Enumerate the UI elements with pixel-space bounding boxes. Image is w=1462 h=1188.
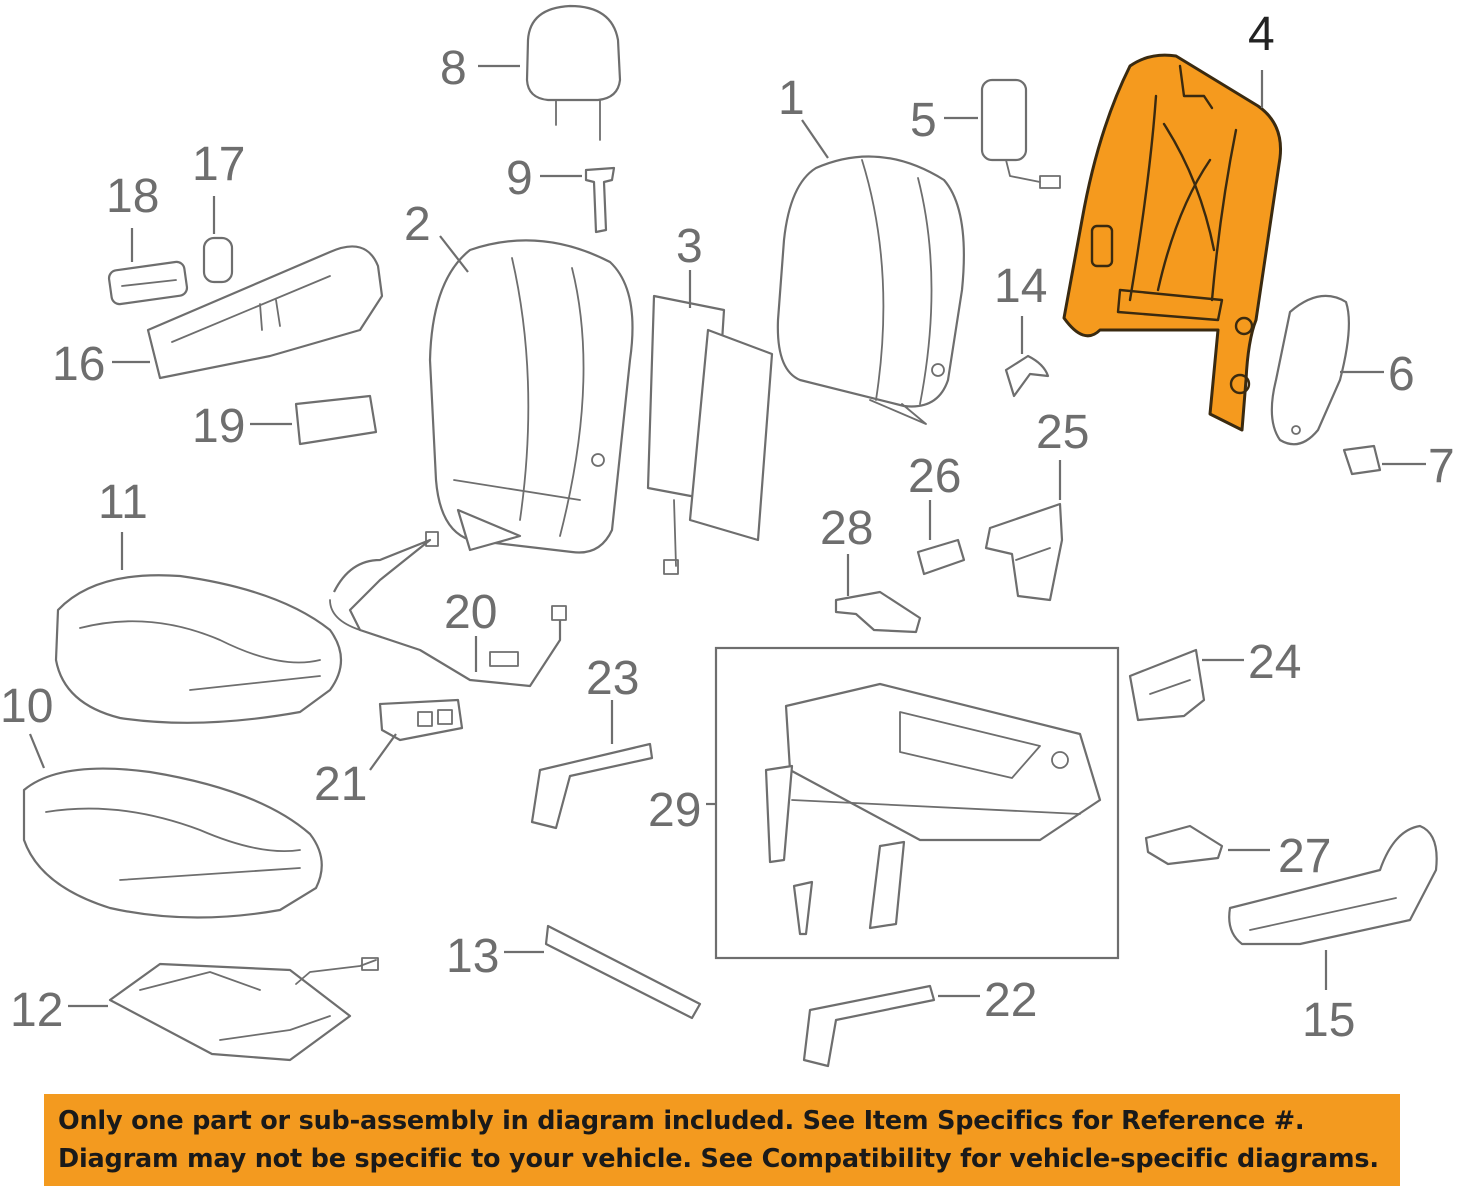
- disclaimer-banner: Only one part or sub-assembly in diagram…: [44, 1094, 1400, 1186]
- part-8-headrest: [525, 4, 622, 141]
- part-23-cover: [530, 742, 654, 830]
- part-19-switch-assembly: [294, 394, 378, 446]
- callout-13: 13: [446, 930, 499, 983]
- callout-18: 18: [106, 170, 159, 223]
- part-27-bracket: [1144, 824, 1224, 866]
- part-16-side-shield: [146, 245, 384, 380]
- leader-1: [801, 119, 829, 159]
- callout-28: 28: [820, 502, 873, 555]
- part-13-bar: [544, 924, 702, 1020]
- callout-12: 12: [10, 984, 63, 1037]
- callout-15: 15: [1302, 994, 1355, 1047]
- callout-22: 22: [984, 974, 1037, 1027]
- callout-11: 11: [98, 476, 148, 529]
- callout-2: 2: [404, 198, 431, 251]
- callout-17: 17: [192, 138, 245, 191]
- leader-10: [28, 733, 46, 769]
- part-29-seat-adjuster-frame: [764, 682, 1102, 936]
- part-7-clip: [1342, 444, 1382, 476]
- callout-24: 24: [1248, 636, 1301, 689]
- callout-8: 8: [440, 42, 467, 95]
- callout-5: 5: [910, 94, 937, 147]
- part-4-seatback-frame-highlighted: [1062, 53, 1283, 432]
- part-5-side-airbag: [980, 78, 1061, 189]
- part-18-switch-knob: [107, 260, 189, 306]
- disclaimer-line-2: Diagram may not be specific to your vehi…: [58, 1144, 1379, 1174]
- callout-7: 7: [1428, 440, 1455, 493]
- part-6-side-cover: [1270, 294, 1350, 446]
- callout-25: 25: [1036, 406, 1089, 459]
- part-25-bracket: [984, 502, 1064, 602]
- callout-1: 1: [778, 72, 805, 125]
- part-10-seat-cushion-pad: [22, 767, 323, 919]
- part-9-headrest-guide: [584, 166, 616, 234]
- callout-10: 10: [0, 680, 53, 733]
- part-1-seatback-pad: [776, 155, 965, 425]
- callout-16: 16: [52, 338, 105, 391]
- callout-21: 21: [314, 758, 367, 811]
- part-2-seatback-cover: [428, 239, 634, 554]
- part-26-cover: [916, 538, 966, 576]
- callout-4: 4: [1248, 8, 1275, 61]
- part-14-bracket: [1004, 354, 1050, 398]
- callout-3: 3: [676, 220, 703, 273]
- callout-9: 9: [506, 152, 533, 205]
- callout-6: 6: [1388, 348, 1415, 401]
- leader-21: [369, 733, 397, 771]
- part-17-switch-knob: [202, 236, 234, 284]
- callout-29: 29: [648, 784, 701, 837]
- callout-27: 27: [1278, 830, 1331, 883]
- part-24-bracket: [1128, 648, 1206, 722]
- part-12-seat-heater: [108, 957, 379, 1062]
- leader-2: [439, 235, 469, 273]
- callout-19: 19: [192, 400, 245, 453]
- part-28-bracket: [834, 590, 922, 634]
- part-11-seat-cushion-cover: [54, 574, 342, 724]
- part-15-seat-cushion-shield: [1228, 824, 1438, 946]
- part-21-control-module: [378, 698, 464, 742]
- part-22-rail-cover: [802, 984, 936, 1068]
- part-3-seatback-heater: [646, 294, 774, 575]
- callout-26: 26: [908, 450, 961, 503]
- callout-14: 14: [994, 260, 1047, 313]
- callout-23: 23: [586, 652, 639, 705]
- callout-20: 20: [444, 586, 497, 639]
- part-20-wire-harness: [329, 531, 567, 688]
- disclaimer-line-1: Only one part or sub-assembly in diagram…: [58, 1106, 1305, 1136]
